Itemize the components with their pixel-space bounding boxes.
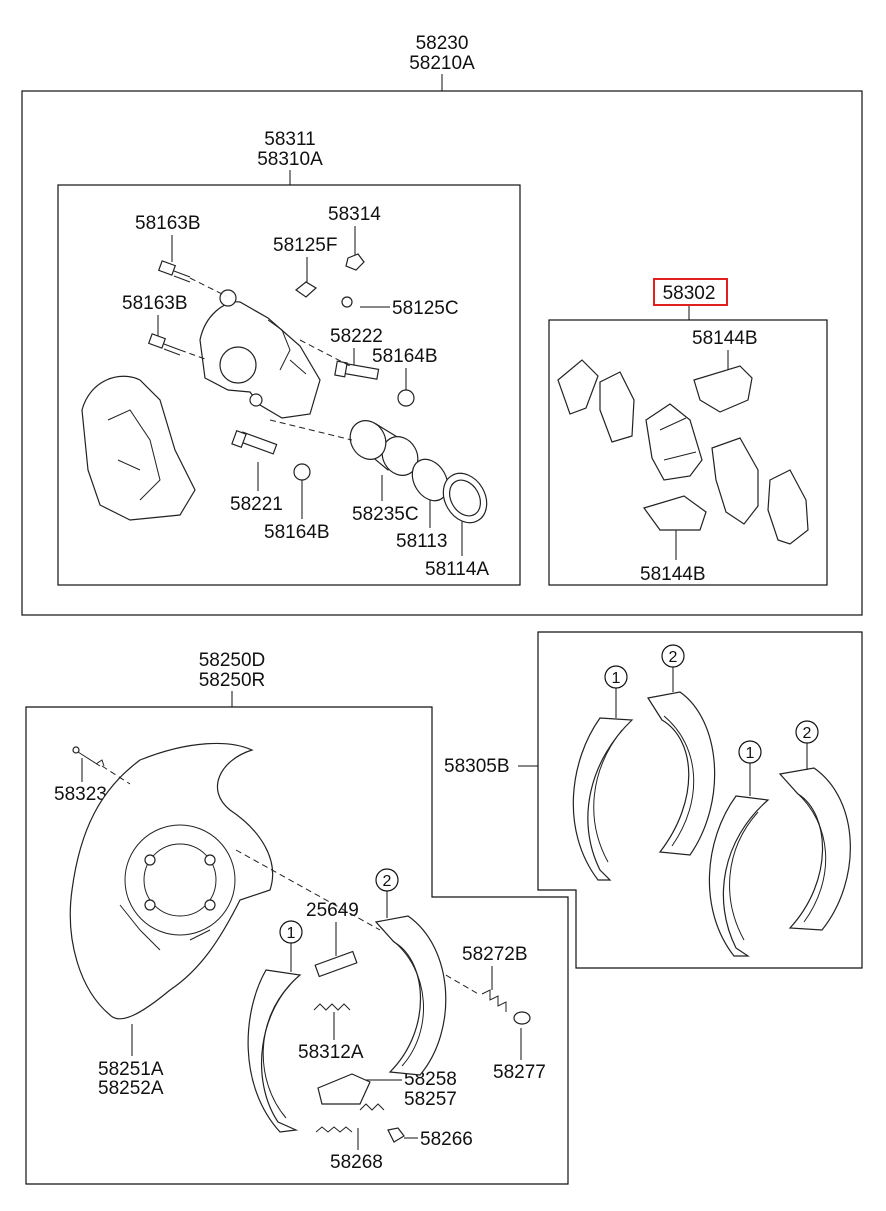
caliper-number[interactable]: 58311	[264, 129, 315, 150]
shoe-1: 1	[247, 920, 303, 1133]
pad-outer-left	[599, 371, 635, 443]
pad-kit-frame	[548, 319, 828, 586]
backing-group: 58250D 58250R	[25, 650, 569, 1185]
guide-pin-58221	[231, 429, 278, 455]
label-58163B-upper[interactable]: 58163B	[135, 213, 201, 234]
label-58221[interactable]: 58221	[230, 494, 283, 515]
label-58164B-upper[interactable]: 58164B	[372, 346, 438, 367]
bleeder-screw-58125F	[294, 281, 318, 298]
spring-58312A	[313, 1003, 351, 1011]
clip-58266	[387, 1127, 405, 1143]
shoe-kit-group: 58305B	[444, 631, 863, 969]
clip-58144B-lower	[643, 495, 707, 531]
assembly-number[interactable]: 58230	[416, 33, 469, 54]
shoe-1-right: 1	[708, 740, 770, 957]
pad-inner	[645, 403, 703, 481]
washer-58277	[513, 1011, 531, 1025]
seal-58113	[411, 458, 449, 502]
label-58312A[interactable]: 58312A	[298, 1042, 364, 1063]
pad-outer-right	[711, 437, 759, 525]
backing-plate	[69, 742, 274, 1020]
shim-right	[767, 469, 809, 545]
label-58314[interactable]: 58314	[328, 204, 381, 225]
backing-number[interactable]: 58250D	[199, 650, 266, 671]
piston-58235C	[349, 420, 419, 476]
backing-drawing: 1 2	[69, 742, 531, 1143]
label-58277[interactable]: 58277	[493, 1062, 546, 1083]
cap-58314	[345, 253, 365, 271]
adjuster-25649	[314, 950, 358, 978]
shoe-2: 2	[374, 868, 447, 1076]
boot-58164B-upper	[397, 389, 415, 407]
label-58323[interactable]: 58323	[54, 784, 107, 805]
pad-kit-highlight	[653, 278, 728, 306]
spring-58268	[315, 1103, 385, 1133]
shoe-2-left: 2	[647, 644, 716, 856]
bolt-58163B-upper	[157, 260, 191, 283]
pad-kit-drawing	[557, 359, 809, 545]
label-58163B-lower[interactable]: 58163B	[122, 293, 188, 314]
guide-pin-58222	[334, 360, 380, 380]
carrier-bore	[219, 346, 257, 384]
shim-left	[557, 359, 599, 415]
label-58266[interactable]: 58266	[420, 1129, 473, 1150]
backing-frame	[25, 706, 569, 1185]
bleeder-cap-58125C	[341, 296, 353, 308]
label-58125F[interactable]: 58125F	[273, 235, 337, 256]
shoe-2-right: 2	[778, 720, 851, 931]
shoe-1-left: 1	[572, 665, 634, 881]
marker-2-right-text: 2	[803, 725, 812, 742]
label-58305B[interactable]: 58305B	[444, 756, 510, 777]
label-58113[interactable]: 58113	[396, 531, 447, 552]
pad-kit-group: 58302 58144B 58144B	[548, 278, 828, 586]
marker-1-right-text: 1	[746, 745, 755, 762]
caliper-group: 58311 58310A	[57, 129, 521, 586]
marker-1-backing-text: 1	[287, 925, 296, 942]
label-25649[interactable]: 25649	[306, 900, 359, 921]
label-58252A[interactable]: 58252A	[98, 1078, 164, 1099]
label-58251A[interactable]: 58251A	[98, 1059, 164, 1080]
label-58144B-upper[interactable]: 58144B	[692, 328, 758, 349]
marker-2-text: 2	[669, 649, 678, 666]
caliper-housing	[81, 375, 196, 521]
caliper-drawing	[81, 253, 488, 524]
bolt-58163B-lower	[147, 333, 181, 356]
pin-58323	[72, 746, 105, 767]
spring-58272B	[481, 989, 507, 1012]
clip-58144B-upper	[693, 365, 753, 413]
pad-kit-number[interactable]: 58302	[663, 283, 716, 304]
marker-1-text: 1	[612, 670, 621, 687]
label-58272B[interactable]: 58272B	[462, 944, 528, 965]
brake-assembly-frame	[21, 90, 863, 616]
boot-58164B-lower	[293, 463, 311, 481]
label-58268[interactable]: 58268	[330, 1152, 383, 1173]
assembly-number-alt[interactable]: 58210A	[409, 53, 475, 74]
label-58164B-lower[interactable]: 58164B	[264, 522, 330, 543]
label-58125C[interactable]: 58125C	[392, 298, 459, 319]
lever-58258	[317, 1073, 371, 1105]
marker-2-backing-text: 2	[383, 873, 392, 890]
label-58222[interactable]: 58222	[330, 326, 383, 347]
boot-seal-58114A	[442, 472, 488, 524]
label-58114A[interactable]: 58114A	[425, 559, 489, 580]
caliper-number-alt[interactable]: 58310A	[257, 149, 323, 170]
shoe-kit-frame	[537, 631, 863, 969]
label-58144B-lower[interactable]: 58144B	[640, 564, 706, 585]
shoe-kit-drawing: 1 2 1 2	[572, 644, 851, 957]
label-58235C[interactable]: 58235C	[352, 504, 419, 525]
label-58257[interactable]: 58257	[404, 1089, 457, 1110]
backing-number-alt[interactable]: 58250R	[199, 670, 266, 691]
caliper-frame	[57, 184, 521, 586]
assembly-title: 58230 58210A	[409, 33, 475, 91]
